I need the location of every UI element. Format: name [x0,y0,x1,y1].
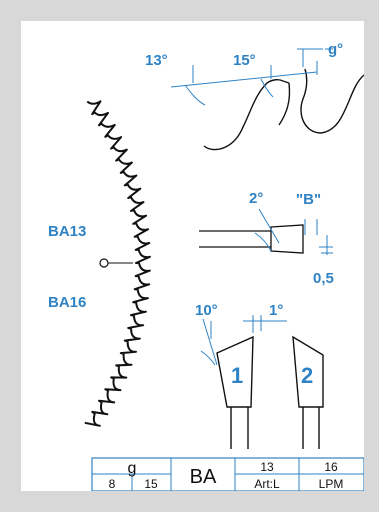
blade-center-mark [99,258,133,268]
bottom-angle-dims [200,315,287,366]
depth-label: 0,5 [313,270,334,287]
angle-15-label: 15° [233,52,256,69]
technical-card: BA13 BA16 13° 15° g° [21,21,364,491]
table-g-value-2: 15 [144,477,158,491]
table-col4-top: 16 [324,460,338,474]
tooth-2 [292,335,324,449]
spec-table: g 8 15 BA 13 Art:L 16 LPM [91,457,364,491]
blade-label-top: BA13 [48,223,86,240]
blade-teeth [84,100,151,427]
technical-drawing: BA13 BA16 13° 15° g° [48,41,364,491]
center-circle [99,258,109,268]
angle-g-label: g° [328,41,343,58]
top-angle-dims [170,48,333,106]
table-g-value-1: 8 [109,477,116,491]
table-type: BA [190,466,217,488]
tooth-1-number: 1 [231,363,243,388]
middle-angle-dims [254,208,333,255]
b-label: "B" [296,191,321,208]
tooth-1 [216,335,254,449]
middle-tooth-side [199,224,304,254]
angle-2-label: 2° [249,190,263,207]
table-g-header: g [128,460,137,477]
table-col3-top: 13 [260,460,274,474]
angle-1-label: 1° [269,302,283,319]
table-col3-bottom: Art:L [254,477,280,491]
tooth-2-number: 2 [301,363,313,388]
top-tooth-profile [203,68,364,151]
saw-blade [84,100,151,427]
table-col4-bottom: LPM [319,477,344,491]
angle-10-label: 10° [195,302,218,319]
angle-13-label: 13° [145,52,168,69]
blade-label-bottom: BA16 [48,294,86,311]
